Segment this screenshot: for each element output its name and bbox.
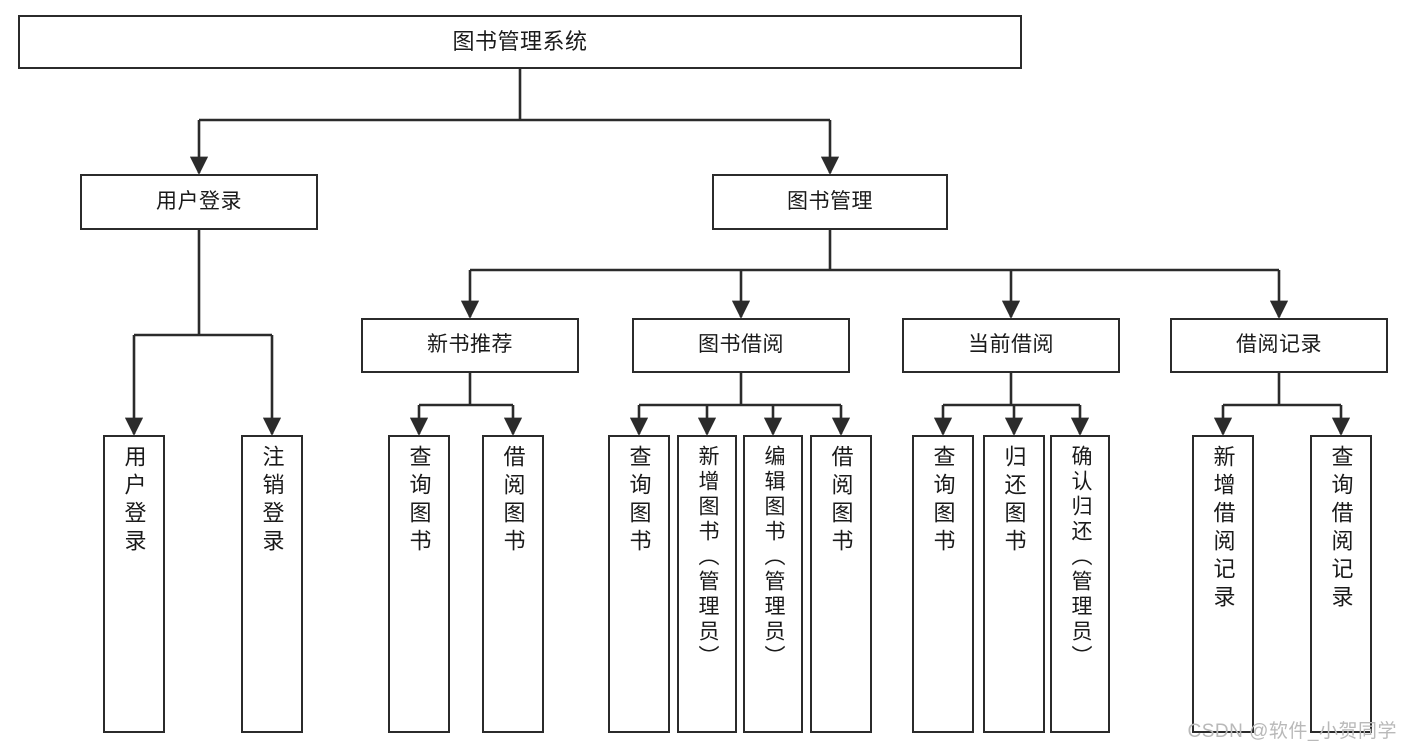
node-user-login[interactable]: 用户登录 xyxy=(80,174,318,230)
node-book-borrowing[interactable]: 图书借阅 xyxy=(632,318,850,373)
node-label: 确认归还（管理员） xyxy=(1069,445,1093,670)
node-borrowing-record[interactable]: 借阅记录 xyxy=(1170,318,1388,373)
node-label: 查询借阅记录 xyxy=(1328,445,1354,613)
leaf-user-login[interactable]: 用户登录 xyxy=(103,435,165,733)
leaf-logout[interactable]: 注销登录 xyxy=(241,435,303,733)
node-label: 用户登录 xyxy=(156,189,242,213)
node-label: 当前借阅 xyxy=(968,333,1054,357)
node-label: 查询图书 xyxy=(930,445,956,557)
leaf-borrow-book-borrow[interactable]: 借阅图书 xyxy=(810,435,872,733)
node-label: 查询图书 xyxy=(626,445,652,557)
leaf-edit-book-admin[interactable]: 编辑图书（管理员） xyxy=(743,435,803,733)
node-label: 用户登录 xyxy=(121,445,147,557)
node-label: 新增借阅记录 xyxy=(1210,445,1236,613)
node-label: 查询图书 xyxy=(406,445,432,557)
leaf-add-borrow-record[interactable]: 新增借阅记录 xyxy=(1192,435,1254,733)
node-label: 新增图书（管理员） xyxy=(696,445,720,670)
node-label: 图书管理系统 xyxy=(452,29,588,55)
node-label: 借阅图书 xyxy=(828,445,854,557)
leaf-confirm-return-admin[interactable]: 确认归还（管理员） xyxy=(1050,435,1110,733)
node-label: 图书管理 xyxy=(787,189,873,213)
leaf-return-book[interactable]: 归还图书 xyxy=(983,435,1045,733)
node-label: 编辑图书（管理员） xyxy=(762,445,786,670)
leaf-borrow-book-newbook[interactable]: 借阅图书 xyxy=(482,435,544,733)
node-book-management-system[interactable]: 图书管理系统 xyxy=(18,15,1022,69)
node-label: 新书推荐 xyxy=(427,333,513,357)
csdn-watermark: CSDN @软件_小贺同学 xyxy=(1187,721,1397,742)
node-book-management[interactable]: 图书管理 xyxy=(712,174,948,230)
node-label: 图书借阅 xyxy=(698,333,784,357)
node-label: 借阅图书 xyxy=(500,445,526,557)
node-new-book-recommendation[interactable]: 新书推荐 xyxy=(361,318,579,373)
node-label: 借阅记录 xyxy=(1236,333,1322,357)
node-label: 归还图书 xyxy=(1001,445,1027,557)
leaf-query-borrow-record[interactable]: 查询借阅记录 xyxy=(1310,435,1372,733)
leaf-query-book-newbook[interactable]: 查询图书 xyxy=(388,435,450,733)
node-current-borrowing[interactable]: 当前借阅 xyxy=(902,318,1120,373)
leaf-query-book-current[interactable]: 查询图书 xyxy=(912,435,974,733)
node-label: 注销登录 xyxy=(259,445,285,557)
leaf-query-book-borrow[interactable]: 查询图书 xyxy=(608,435,670,733)
leaf-add-book-admin[interactable]: 新增图书（管理员） xyxy=(677,435,737,733)
